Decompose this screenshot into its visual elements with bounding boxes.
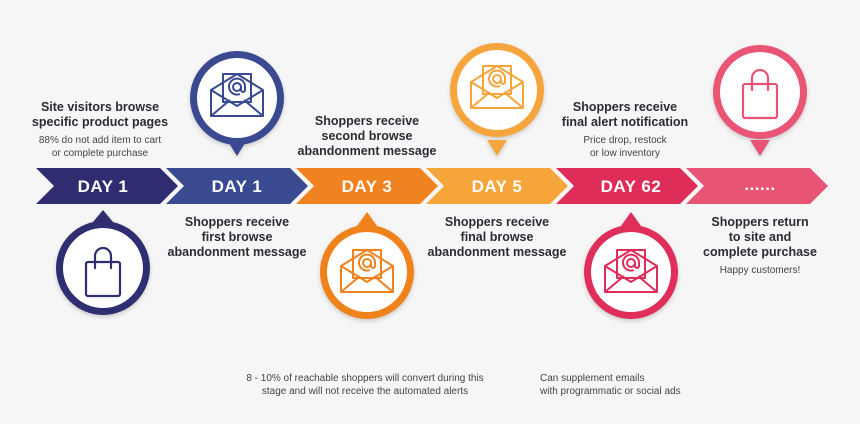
stage-4-title-line-3: abandonment message bbox=[427, 245, 567, 259]
stage-1-title: Site visitors browse specific product pa… bbox=[20, 100, 180, 130]
stage-5-title-line-2: final alert notification bbox=[561, 115, 689, 129]
arrow-label-6: ...... bbox=[744, 175, 775, 194]
shopping-bag-icon bbox=[741, 68, 779, 120]
stage-6-subtitle: Happy customers! bbox=[719, 265, 801, 276]
footnote-left-line-2: stage and will not receive the automated… bbox=[261, 386, 469, 397]
stage-3-title-line-3: abandonment message bbox=[297, 144, 437, 158]
stage-4-title: Shoppers receive final browse abandonmen… bbox=[417, 215, 577, 260]
stage-3-title-line-2: second browse bbox=[321, 129, 413, 143]
pin-stage-2 bbox=[190, 51, 284, 156]
pin-stage-4 bbox=[450, 43, 544, 156]
stage-5-subtitle-line-2: or low inventory bbox=[589, 148, 661, 159]
arrow-stage-1 bbox=[36, 168, 178, 204]
stage-1-title-line-1: Site visitors browse bbox=[40, 100, 160, 114]
footnote-right-line-2: with programmatic or social ads bbox=[540, 386, 681, 397]
stage-6-title-line-2: to site and bbox=[728, 230, 792, 244]
arrow-stage-2 bbox=[166, 168, 308, 204]
arrow-label-4: DAY 5 bbox=[472, 177, 523, 196]
stage-5-subtitle-line-1: Price drop, restock bbox=[583, 135, 667, 146]
shopping-bag-icon bbox=[84, 246, 122, 298]
stage-4-title-line-1: Shoppers receive bbox=[444, 215, 550, 229]
arrow-stage-6 bbox=[686, 168, 828, 204]
stage-3-title: Shoppers receive second browse abandonme… bbox=[287, 114, 447, 159]
arrow-label-1: DAY 1 bbox=[78, 177, 129, 196]
stage-1-title-line-2: specific product pages bbox=[31, 115, 169, 129]
arrow-stage-5 bbox=[556, 168, 698, 204]
stage-1-subtitle: 88% do not add item to cart or complete … bbox=[20, 134, 180, 160]
stage-1-subtitle-line-2: or complete purchase bbox=[51, 148, 149, 159]
footnote-left-line-1: 8 - 10% of reachable shoppers will conve… bbox=[246, 373, 484, 384]
stage-2-title-line-1: Shoppers receive bbox=[184, 215, 290, 229]
stage-5-subtitle: Price drop, restock or low inventory bbox=[545, 134, 705, 160]
email-at-icon bbox=[604, 249, 658, 293]
footnote-right-line-1: Can supplement emails bbox=[540, 373, 645, 384]
stage-2-title-line-3: abandonment message bbox=[167, 245, 307, 259]
stage-1-subtitle-line-1: 88% do not add item to cart bbox=[38, 135, 162, 146]
stage-5-title-line-1: Shoppers receive bbox=[572, 100, 678, 114]
stage-3-title-line-1: Shoppers receive bbox=[314, 114, 420, 128]
email-at-icon bbox=[470, 65, 524, 109]
stage-arrows: DAY 1 DAY 1 DAY 3 DAY 5 DAY 62 ...... bbox=[36, 168, 828, 204]
arrow-label-3: DAY 3 bbox=[342, 177, 393, 196]
stage-6-title-line-1: Shoppers return bbox=[711, 215, 809, 229]
stage-4-title-line-2: final browse bbox=[460, 230, 534, 244]
stage-2-title: Shoppers receive first browse abandonmen… bbox=[157, 215, 317, 260]
arrow-label-5: DAY 62 bbox=[601, 177, 662, 196]
footnote-left: 8 - 10% of reachable shoppers will conve… bbox=[210, 372, 520, 398]
arrow-stage-4 bbox=[426, 168, 568, 204]
email-at-icon bbox=[340, 249, 394, 293]
pin-stage-1 bbox=[56, 210, 150, 315]
stage-6-title-line-3: complete purchase bbox=[703, 245, 817, 259]
arrow-label-2: DAY 1 bbox=[212, 177, 263, 196]
stage-5-title: Shoppers receive final alert notificatio… bbox=[545, 100, 705, 130]
email-at-icon bbox=[210, 73, 264, 117]
stage-2-title-line-2: first browse bbox=[201, 230, 273, 244]
arrow-stage-3 bbox=[296, 168, 438, 204]
stage-6-title: Shoppers return to site and complete pur… bbox=[680, 215, 840, 260]
footnote-right: Can supplement emails with programmatic … bbox=[540, 372, 720, 398]
pin-stage-6 bbox=[713, 45, 807, 156]
